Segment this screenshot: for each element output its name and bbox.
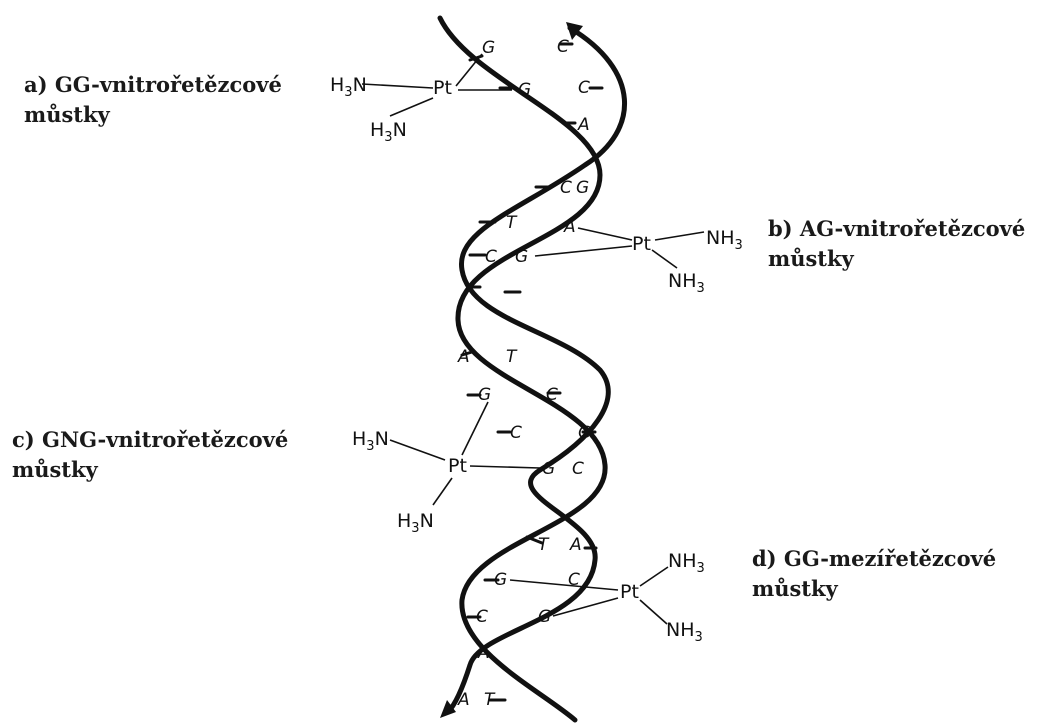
- base-b-c: C: [560, 178, 572, 198]
- pt-label-b: Pt: [632, 233, 651, 255]
- dna-strand-1: [437, 15, 608, 723]
- nh3-label-c1: H3N: [352, 428, 389, 454]
- nh3-label-d2: NH3: [666, 619, 703, 645]
- base-c-a: A: [457, 347, 470, 367]
- pt-complex-b: C G T A C G Pt NH3 NH3: [485, 178, 743, 296]
- base-d-a2: A: [477, 643, 490, 663]
- base-b-g: G: [576, 178, 589, 198]
- base-c-t: T: [506, 347, 518, 367]
- pt-label-a: Pt: [433, 77, 452, 99]
- base-ticks: [460, 42, 604, 702]
- base-c-c1: C: [546, 385, 558, 405]
- base-d-g: G: [494, 570, 507, 590]
- base-d-t: T: [538, 535, 550, 555]
- caption-c-line2: můstky: [12, 457, 98, 482]
- dna-strand-2: [445, 25, 628, 715]
- pt-label-c: Pt: [448, 455, 467, 477]
- caption-d-line2: můstky: [752, 576, 838, 601]
- caption-d-line1: d) GG-mezířetězcové: [752, 546, 997, 571]
- base-c-g1: G: [478, 385, 491, 405]
- base-a-g1: G: [482, 38, 495, 58]
- base-e-a: A: [457, 690, 470, 710]
- base-b-t: T: [506, 213, 518, 233]
- caption-c: c) GNG-vnitrořetězcové můstky: [12, 425, 288, 485]
- caption-b-line1: b) AG-vnitrořetězcové: [768, 216, 1026, 241]
- base-c-c3: C: [572, 459, 584, 479]
- pt-complex-d: T A G C C G A Pt NH3 NH3: [476, 535, 705, 663]
- caption-d: d) GG-mezířetězcové můstky: [752, 544, 996, 604]
- pt-complex-c: A T G C C G G C H3N H3N Pt: [352, 347, 591, 536]
- base-a-c1: C: [557, 37, 569, 57]
- base-c-c2: C: [510, 423, 522, 443]
- base-b-g2: G: [515, 247, 528, 267]
- nh3-label-a2: H3N: [370, 119, 407, 145]
- nh3-label-d1: NH3: [668, 550, 705, 576]
- base-d-g2: G: [538, 607, 551, 627]
- base-c-g3: G: [542, 459, 555, 479]
- caption-b: b) AG-vnitrořetězcové můstky: [768, 214, 1025, 274]
- base-a-g2: G: [518, 80, 531, 100]
- caption-a-line2: můstky: [24, 102, 110, 127]
- base-d-c2: C: [476, 607, 488, 627]
- nh3-label-a1: H3N: [330, 74, 367, 100]
- base-b-a: A: [563, 217, 576, 237]
- nh3-label-b2: NH3: [668, 270, 705, 296]
- pt-label-d: Pt: [620, 581, 639, 603]
- caption-c-line1: c) GNG-vnitrořetězcové: [12, 427, 289, 452]
- arrow-head-top-icon: [566, 22, 583, 40]
- caption-a: a) GG-vnitrořetězcové můstky: [24, 70, 282, 130]
- caption-b-line2: můstky: [768, 246, 854, 271]
- base-d-a: A: [569, 535, 582, 555]
- base-e-t: T: [484, 690, 496, 710]
- base-a-c2: C: [578, 78, 590, 98]
- base-a-a1: A: [577, 115, 590, 135]
- pt-complex-a: H3N H3N Pt G G C C A: [330, 37, 590, 145]
- caption-a-line1: a) GG-vnitrořetězcové: [24, 72, 282, 97]
- base-b-c2: C: [485, 247, 497, 267]
- nh3-label-b1: NH3: [706, 227, 743, 253]
- base-c-g2: G: [578, 423, 591, 443]
- arrow-head-bottom-icon: [440, 700, 456, 718]
- nh3-label-c2: H3N: [397, 510, 434, 536]
